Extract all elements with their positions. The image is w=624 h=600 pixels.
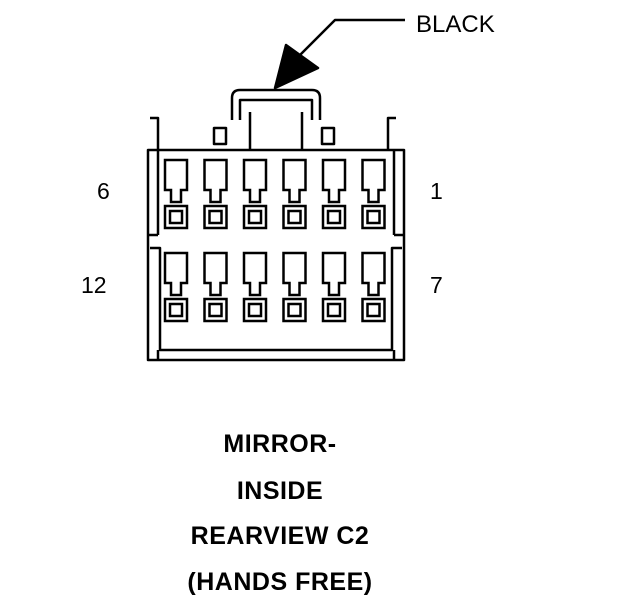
pin-number-label-bottom-right: 7	[430, 272, 443, 298]
pin-cavity-4	[242, 158, 268, 230]
caption-line-4: (HANDS FREE)	[187, 568, 373, 596]
pin-cavity-2	[321, 158, 347, 230]
pin-number-label-bottom-left: 12	[81, 272, 107, 298]
pin-cavity-12	[163, 251, 189, 323]
latch-post-right	[320, 126, 336, 146]
pin-cavity-8	[321, 251, 347, 323]
leader-line	[299, 18, 405, 56]
pin-cavity-5	[203, 158, 228, 230]
connector-latch	[230, 88, 322, 120]
wire-color-label: BLACK	[416, 11, 495, 38]
pin-cavity-6	[163, 158, 189, 230]
caption-line-2: INSIDE	[236, 477, 324, 505]
connector-ear-right	[386, 116, 396, 150]
caption-line-1: MIRROR-	[223, 430, 337, 458]
leader-arrowhead	[273, 43, 320, 90]
pin-number-label-top-right: 1	[430, 178, 443, 204]
pin-number-label-top-left: 6	[97, 178, 110, 204]
pin-cavity-3	[282, 158, 307, 230]
connector-body	[146, 148, 406, 362]
pin-cavity-1	[361, 158, 386, 230]
pin-cavity-7	[361, 251, 386, 323]
pin-cavity-10	[242, 251, 268, 323]
pin-cavity-11	[203, 251, 228, 323]
caption-line-3: REARVIEW C2	[190, 522, 370, 550]
connector-ear-left	[150, 116, 160, 150]
latch-post-left	[212, 126, 228, 146]
pin-cavity-9	[282, 251, 307, 323]
